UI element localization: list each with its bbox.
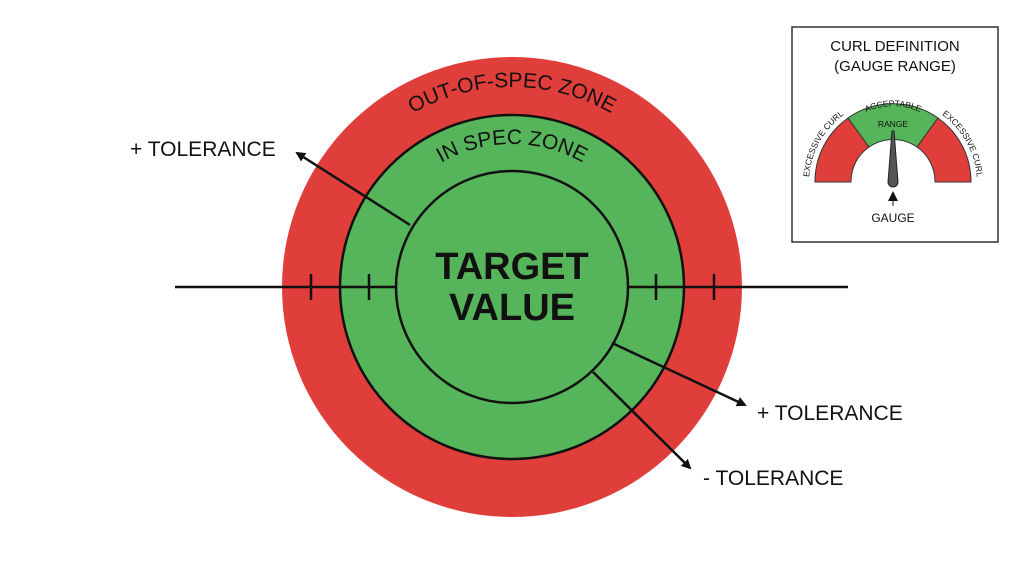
plus-tolerance-right-label: + TOLERANCE [757, 402, 903, 425]
target-value-line1: TARGET [435, 246, 588, 288]
gauge-excessive-right [916, 117, 972, 183]
curl-definition-inset: CURL DEFINITION (GAUGE RANGE) EXCESSIVE … [791, 26, 999, 243]
tolerance-arrows [295, 151, 747, 470]
gauge-needle [887, 130, 899, 188]
measurement-axis [175, 274, 848, 300]
plus-tolerance-upper-label: + TOLERANCE [130, 138, 276, 161]
inset-title-line1: CURL DEFINITION [830, 38, 959, 55]
minus-tolerance-label: - TOLERANCE [703, 467, 843, 490]
gauge-label: GAUGE [871, 211, 914, 225]
acceptable-range-label-line2: RANGE [878, 119, 909, 129]
arrow-right [611, 341, 747, 407]
arrow-upper-left [295, 151, 411, 227]
arrow-lower [592, 371, 692, 470]
target-value-line2: VALUE [449, 287, 575, 329]
inset-title-line2: (GAUGE RANGE) [834, 58, 956, 75]
